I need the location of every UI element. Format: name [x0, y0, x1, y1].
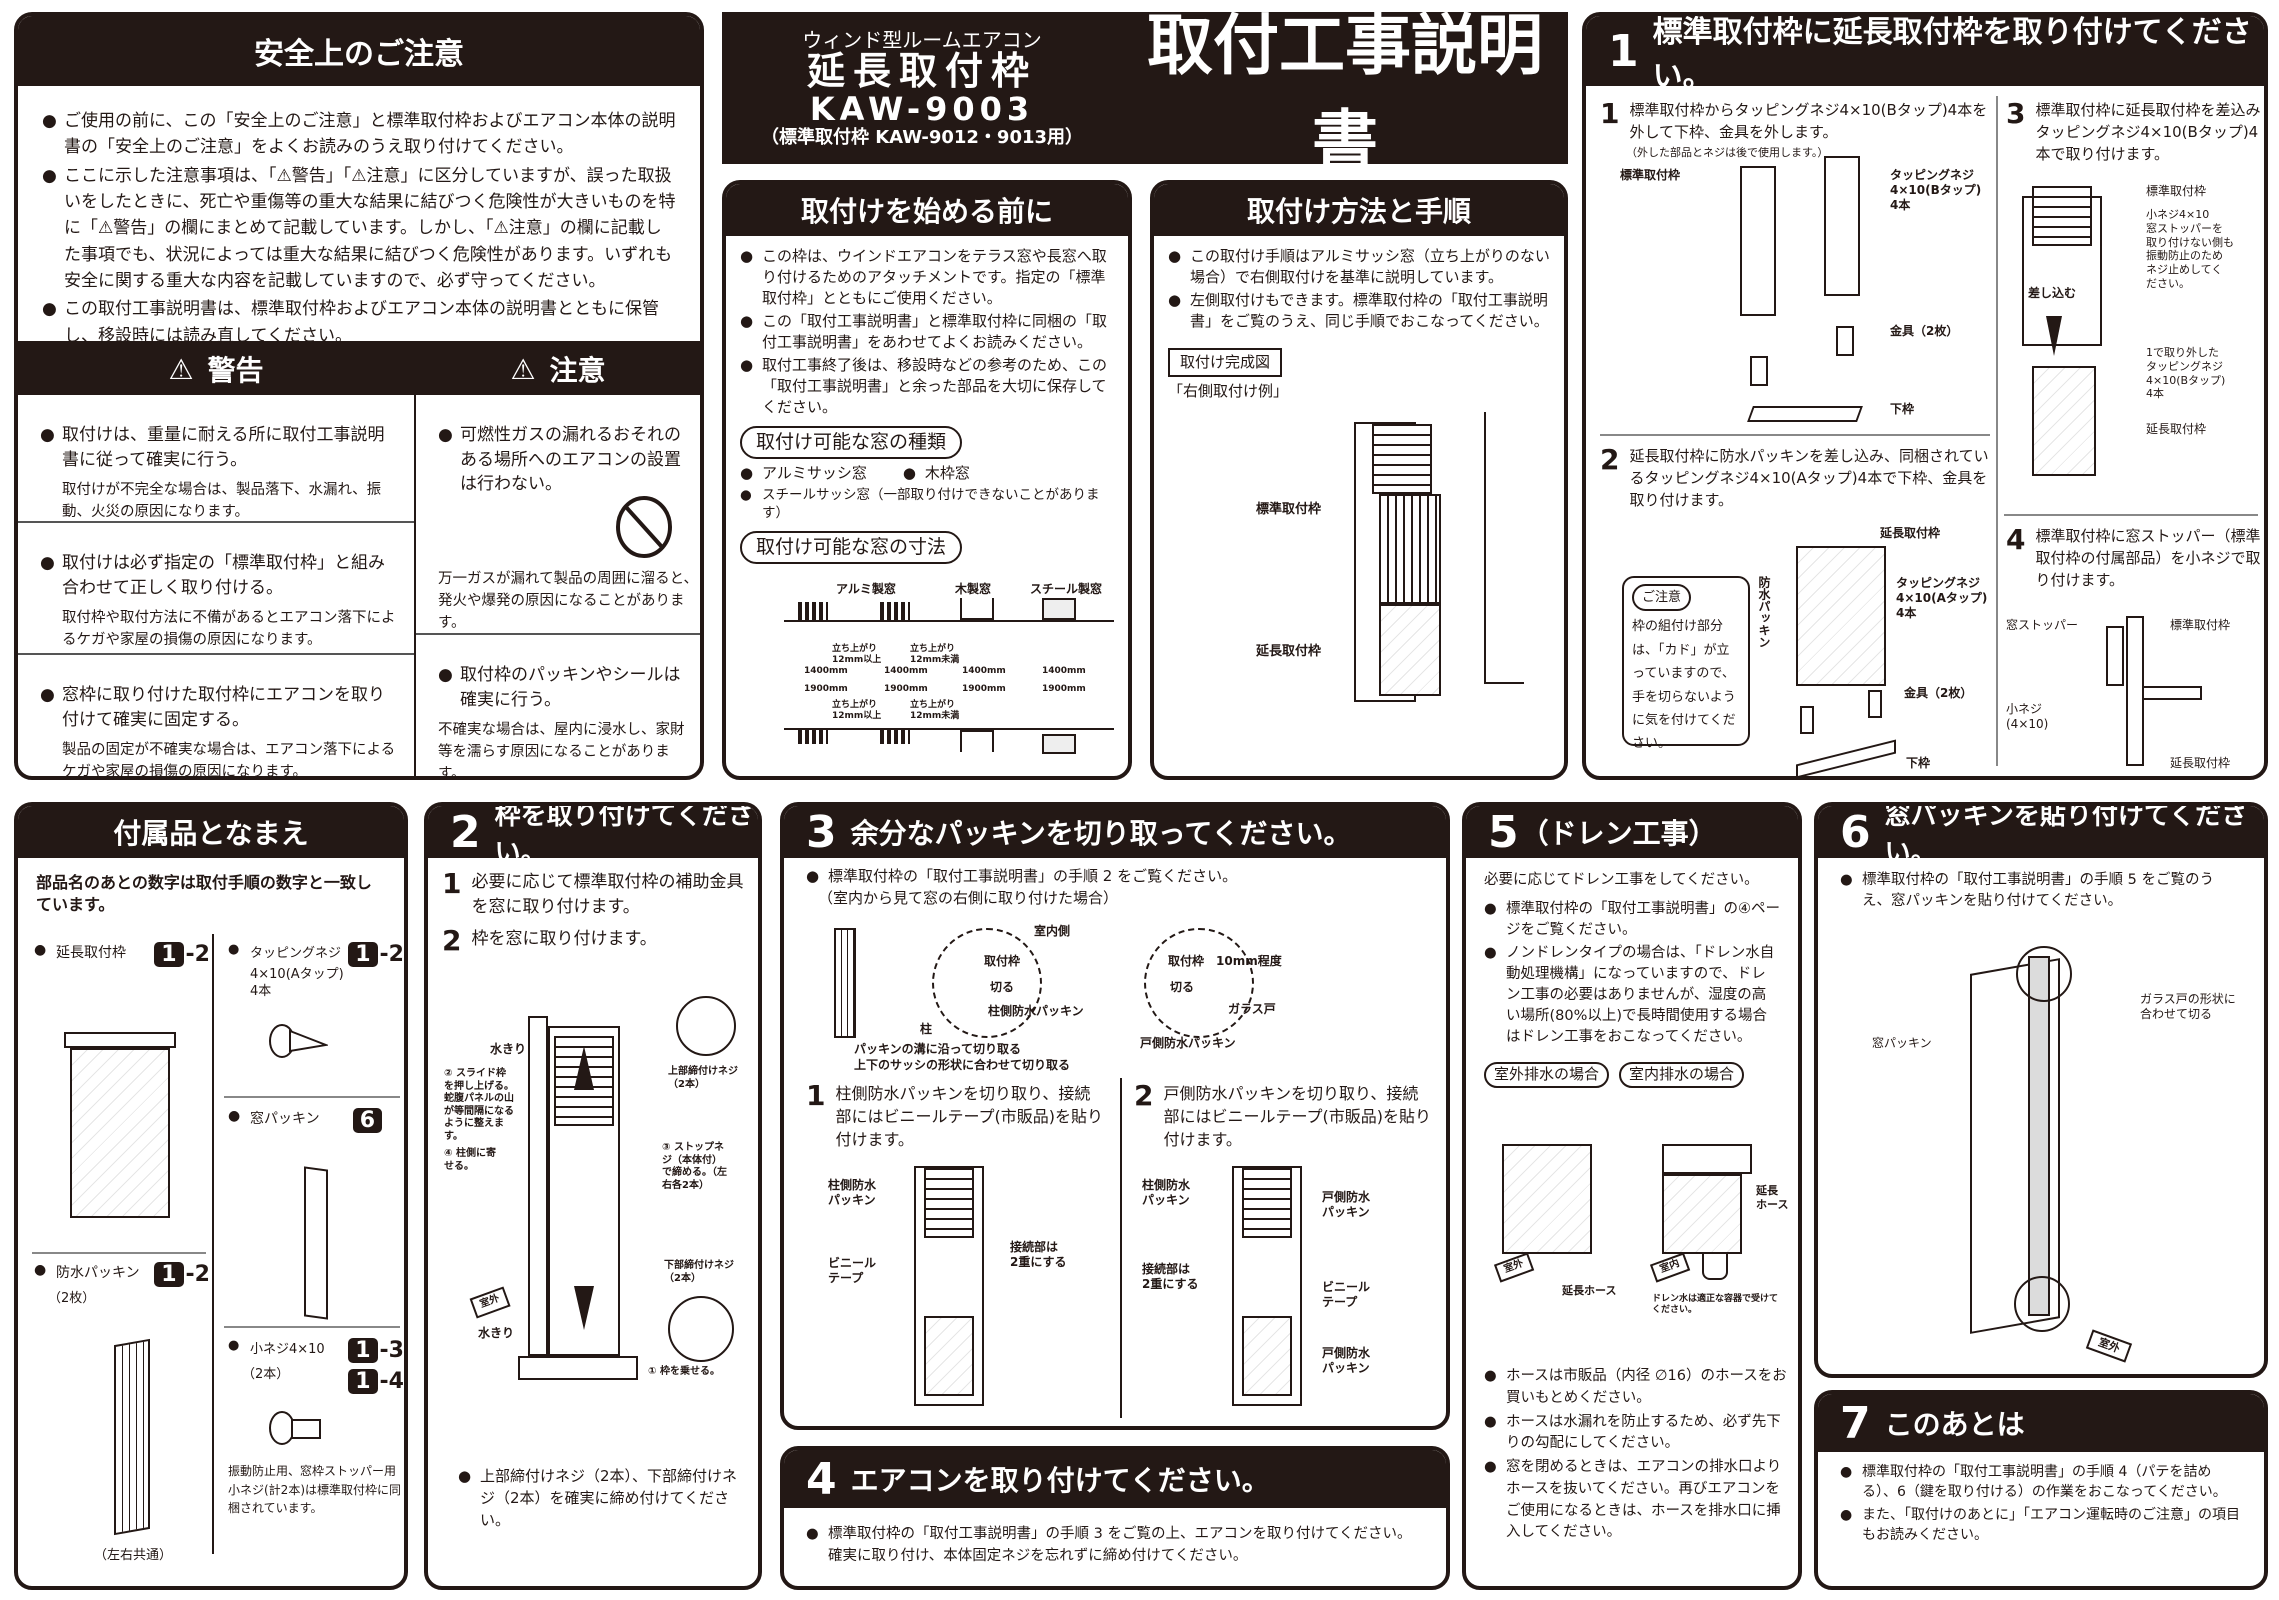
detail-circle-bottom — [668, 1296, 734, 1362]
step4-number: 4 — [806, 1453, 837, 1505]
window-packing-strip — [2028, 956, 2050, 1316]
method-title: 取付け方法と手順 — [1154, 184, 1564, 236]
step3-title: 余分なパッキンを切り取ってください。 — [850, 817, 1352, 850]
part-tapping-screw: タッピングネジ 1-2 4×10(Aタップ) 4本 — [228, 942, 404, 1065]
prohibited-icon — [616, 496, 672, 558]
ref-badge: 1-2 — [348, 942, 404, 967]
model-number: KAW-9003 — [809, 90, 1035, 129]
step6-diagram: 窓パッキン ガラス戸の形状に 合わせて切る 室外 — [1818, 936, 2264, 1374]
ref-badge: 1-2 — [154, 1262, 210, 1287]
step2-title: 枠を取り付けてください。 — [494, 802, 754, 868]
caution-triangle-icon: ⚠ — [510, 352, 536, 386]
completed-installation-diagram: 標準取付枠 延長取付枠 — [1154, 412, 1564, 732]
step4-bullet: 標準取付枠の「取付工事説明書」の手順 3 をご覧の上、エアコンを取り付けてくださ… — [806, 1524, 1424, 1568]
example-label: 「右側取付け例」 — [1168, 382, 1289, 400]
product-type: ウィンド型ルームエアコン — [802, 27, 1042, 52]
step5-intro: 必要に応じてドレン工事をしてください。 — [1484, 872, 1759, 888]
step3-number: 3 — [806, 806, 837, 858]
parts-intro: 部品名のあとの数字は取付手順の数字と一致しています。 — [36, 873, 372, 915]
caution-column: ⚠ 注意 可燃性ガスの漏れるおそれのある場所へのエアコンの設置は行わない。 万一… — [416, 343, 700, 776]
step6-title: 窓パッキンを貼り付けてください。 — [1884, 802, 2248, 868]
step7-title: このあとは — [1884, 1408, 2025, 1441]
caution-item: 取付枠のパッキンやシールは確実に行う。 不確実な場合は、屋内に浸水し、家財等を濡… — [416, 635, 700, 776]
detail-circle-top — [676, 996, 736, 1056]
document-title: 取付工事説明書 — [1147, 7, 1543, 180]
ref-badge: 1-2 — [154, 942, 210, 967]
step5-panel: 5 （ドレン工事） 必要に応じてドレン工事をしてください。 標準取付枠の「取付工… — [1462, 802, 1802, 1590]
step7-number: 7 — [1840, 1397, 1871, 1449]
window-types-label: 取付け可能な窓の種類 — [740, 426, 963, 459]
method-panel: 取付け方法と手順 この取付け手順はアルミサッシ窓（立ち上がりのない場合）で右側取… — [1150, 180, 1568, 780]
caution-item: 可燃性ガスの漏れるおそれのある場所へのエアコンの設置は行わない。 万一ガスが漏れ… — [416, 395, 700, 635]
step1-title: 標準取付枠に延長取付枠を取り付けてください。 — [1652, 15, 2252, 94]
warning-title: 警告 — [207, 354, 264, 387]
part-extension-frame: 延長取付枠 1-2 — [34, 942, 210, 1218]
part-waterproof-packing: 防水パッキン 1-2 （2枚） （左右共通） — [34, 1262, 210, 1563]
safety-title: 安全上のご注意 — [18, 16, 700, 86]
ref-badge: 6 — [352, 1108, 384, 1133]
container-icon — [1702, 1254, 1728, 1280]
part-small-screw: 小ネジ4×10 1-3 （2本） 1-4 振動防止用、窓枠ストッパー用小ネジ(計… — [228, 1338, 404, 1518]
step1-sub4-diagram: 窓ストッパー 標準取付枠 小ネジ (4×10) 延長取付枠 — [2006, 616, 2231, 770]
step4-title: エアコンを取り付けてください。 — [850, 1464, 1270, 1497]
step4-panel: 4 エアコンを取り付けてください。 標準取付枠の「取付工事説明書」の手順 3 を… — [780, 1446, 1450, 1590]
complete-diagram-label: 取付け完成図 — [1168, 348, 1283, 377]
step3-panel: 3 余分なパッキンを切り取ってください。 標準取付枠の「取付工事説明書」の手順 … — [780, 802, 1450, 1430]
step1-sub3-diagram: 差し込む 標準取付枠 小ネジ4×10 窓ストッパーを 取り付けない側も 振動防止… — [2006, 166, 2262, 506]
step1-sub2-diagram: 延長取付枠 防水パッキン タッピングネジ 4×10(Aタップ) 4本 金具（2枚… — [1756, 526, 1990, 776]
before-title: 取付けを始める前に — [726, 184, 1128, 236]
warning-column: ⚠ 警告 取付けは、重量に耐える所に取付工事説明書に従って確実に行う。 取付けが… — [18, 343, 416, 776]
step2-number: 2 — [450, 806, 481, 858]
outdoor-arrow: 室外 — [469, 1286, 511, 1319]
warning-triangle-icon: ⚠ — [168, 352, 194, 386]
step2-diagram: 水きり ② スライド枠を押し上げる。蛇腹パネルの山が等間隔になるように整えます。… — [428, 996, 758, 1446]
step6-panel: 6 窓パッキンを貼り付けてください。 標準取付枠の「取付工事説明書」の手順 5 … — [1814, 802, 2268, 1378]
ref-badge: 1-4 — [348, 1369, 404, 1394]
safety-bullet: この取付工事説明書は、標準取付枠およびエアコン本体の説明書とともに保管し、移設時… — [42, 296, 678, 349]
step5-drain-diagram: 延長ホース 延長 ホース ドレン水は適正な容器で受けてください。 室外 室内 — [1466, 1144, 1798, 1344]
window-dimensions-diagram: アルミ製窓 木製窓 スチール製窓 立ち上がり 12mm以上 立ち上がり 12mm… — [740, 568, 1114, 776]
warning-item: 取付けは、重量に耐える所に取付工事説明書に従って確実に行う。 取付けが不完全な場… — [18, 395, 414, 523]
document-header: ウィンド型ルームエアコン 延長取付枠 KAW-9003 （標準取付枠 KAW-9… — [722, 7, 1568, 180]
outdoor-drain-label: 室外排水の場合 — [1484, 1062, 1610, 1088]
before-panel: 取付けを始める前に この枠は、ウインドエアコンをテラス窓や長窓へ取り付けるための… — [722, 180, 1132, 780]
step1-number: 1 — [1608, 25, 1639, 77]
indoor-drain-label: 室内排水の場合 — [1619, 1062, 1745, 1088]
parts-panel: 付属品となまえ 部品名のあとの数字は取付手順の数字と一致しています。 延長取付枠… — [14, 802, 408, 1590]
step3-packing-diagram: 室内側 取付枠 切る 柱側防水パッキン 柱 取付枠 10mm程度 切る ガラス戸… — [784, 918, 1446, 1078]
safety-bullet: ここに示した注意事項は、「⚠警告」「⚠注意」に区分していますが、誤った取扱いをし… — [42, 163, 678, 295]
ref-badge: 1-3 — [348, 1338, 404, 1363]
step2-bullet: 上部締付けネジ（2本）、下部締付けネジ（2本）を確実に締め付けてください。 — [458, 1466, 748, 1531]
step3-sub1-diagram: 柱側防水 パッキン ビニール テープ 接続部は 2重にする — [784, 1156, 1120, 1426]
small-screw-icon — [269, 1411, 321, 1445]
tapping-screw-icon — [269, 1023, 330, 1058]
step3-sub2-diagram: 柱側防水 パッキン 戸側防水 パッキン 接続部は 2重にする ビニール テープ … — [1122, 1156, 1446, 1426]
product-name: 延長取付枠 — [806, 48, 1037, 93]
step5-number: 5 — [1488, 806, 1519, 858]
compatibility: （標準取付枠 KAW-9012・9013用） — [760, 126, 1084, 148]
caution-title: 注意 — [549, 354, 606, 387]
warning-item: 取付けは必ず指定の「標準取付枠」と組み合わせて正しく取り付ける。 取付枠や取付方… — [18, 523, 414, 655]
safety-panel: 安全上のご注意 ご使用の前に、この「安全上のご注意」と標準取付枠およびエアコン本… — [14, 12, 704, 780]
step6-bullet: 標準取付枠の「取付工事説明書」の手順 5 をご覧のうえ、窓パッキンを貼り付けてく… — [1840, 870, 2242, 912]
outdoor-arrow: 室外 — [2085, 1329, 2133, 1363]
window-dims-label: 取付け可能な窓の寸法 — [740, 531, 963, 564]
step6-number: 6 — [1840, 806, 1871, 858]
step7-panel: 7 このあとは 標準取付枠の「取付工事説明書」の手順 4（パテを詰める）、6（鍵… — [1814, 1390, 2268, 1590]
step1-caution-box: ご注意 枠の組付け部分は、「カド」が立っていますので、手を切らないように気を付け… — [1622, 576, 1750, 751]
step1-sub1-diagram: 標準取付枠 タッピングネジ 4×10(Bタップ) 4本 金具（2枚） 下枠 — [1600, 156, 1990, 426]
parts-title: 付属品となまえ — [18, 806, 404, 858]
safety-bullet: ご使用の前に、この「安全上のご注意」と標準取付枠およびエアコン本体の説明書の「安… — [42, 108, 678, 161]
part-window-packing: 窓パッキン 6 — [228, 1108, 404, 1320]
step5-title: （ドレン工事） — [1520, 817, 1717, 850]
warning-item: 窓枠に取り付けた取付枠にエアコンを取り付けて確実に固定する。 製品の固定が不確実… — [18, 655, 414, 776]
